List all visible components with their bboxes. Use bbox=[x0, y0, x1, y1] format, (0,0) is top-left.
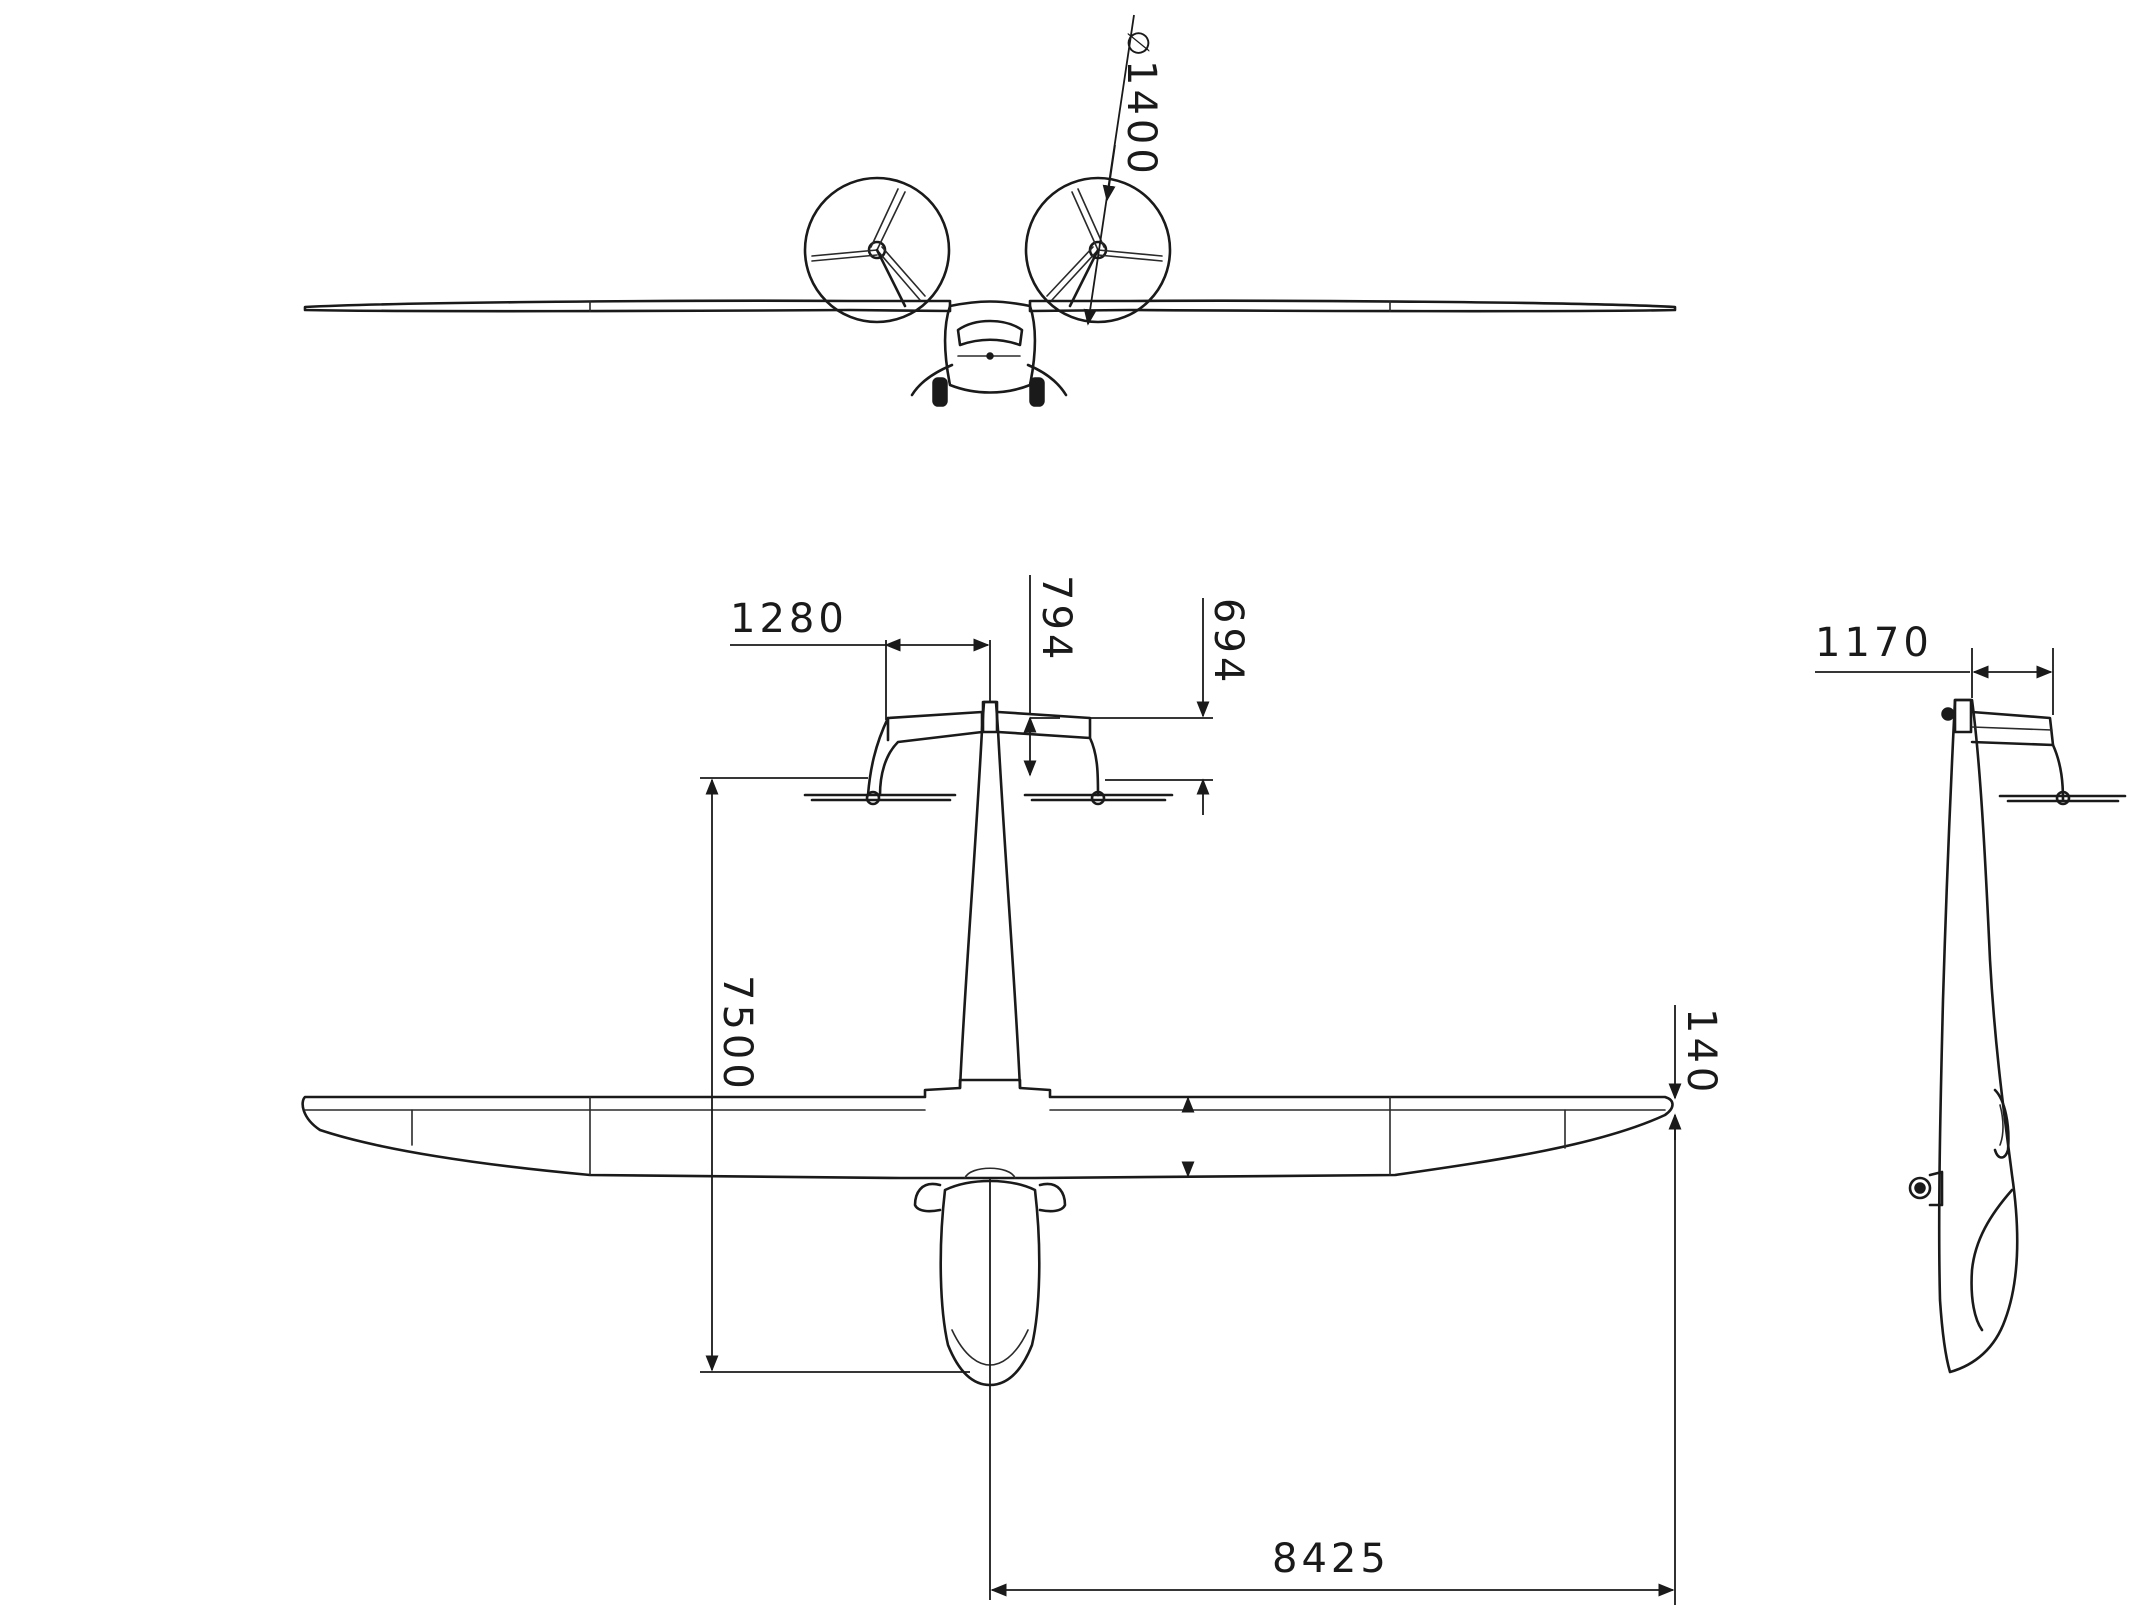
side-view-tail-rotor-icon bbox=[1998, 794, 2127, 803]
rotor-diameter-label: 1400 bbox=[1118, 60, 1164, 178]
front-left-rotor-disc bbox=[803, 176, 951, 324]
top-view-main-wing bbox=[301, 1078, 1674, 1180]
top-view-tail-boom bbox=[958, 700, 1022, 1090]
top-view-fuselage-pod bbox=[939, 1179, 1041, 1387]
top-view-left-tail-rotor-icon bbox=[803, 793, 957, 802]
rotor-diameter-symbol: ∅ bbox=[1120, 30, 1155, 56]
boom-drop-label: 794 bbox=[1033, 575, 1079, 663]
boom-offset-label: 1280 bbox=[730, 596, 848, 642]
front-view-left-wing bbox=[303, 299, 952, 313]
side-view: 1170 bbox=[1815, 620, 2127, 1374]
half-span-label: 8425 bbox=[1272, 1536, 1390, 1582]
front-right-wheel-icon bbox=[1029, 377, 1045, 407]
side-view-wheel-icon bbox=[1908, 1176, 1932, 1200]
front-left-rotor-blades-icon bbox=[811, 188, 926, 301]
front-right-rotor-disc bbox=[1024, 176, 1172, 324]
front-view-right-wing bbox=[1028, 299, 1677, 313]
front-view-fuselage bbox=[943, 300, 1037, 394]
top-view-right-tail-rotor-icon bbox=[1023, 793, 1174, 802]
side-view-tail-knob-icon bbox=[1941, 707, 1955, 721]
side-view-fuselage bbox=[1937, 698, 2019, 1374]
front-left-landing-gear bbox=[910, 363, 954, 397]
front-right-rotor-blades-icon bbox=[1046, 188, 1163, 301]
front-view: ∅ 1400 bbox=[303, 14, 1677, 407]
front-left-wheel-icon bbox=[932, 377, 948, 407]
rotor-height-label: 694 bbox=[1205, 598, 1251, 686]
overall-length-label: 7500 bbox=[714, 975, 760, 1093]
front-right-landing-gear bbox=[1026, 363, 1068, 397]
top-view-tail-plane bbox=[878, 710, 1100, 797]
side-boom-label: 1170 bbox=[1815, 620, 1933, 666]
top-view: 1280 794 694 7500 140 bbox=[301, 575, 1724, 1605]
wing-thickness-label: 140 bbox=[1678, 1008, 1724, 1096]
side-view-tail-plane bbox=[1970, 710, 2055, 747]
